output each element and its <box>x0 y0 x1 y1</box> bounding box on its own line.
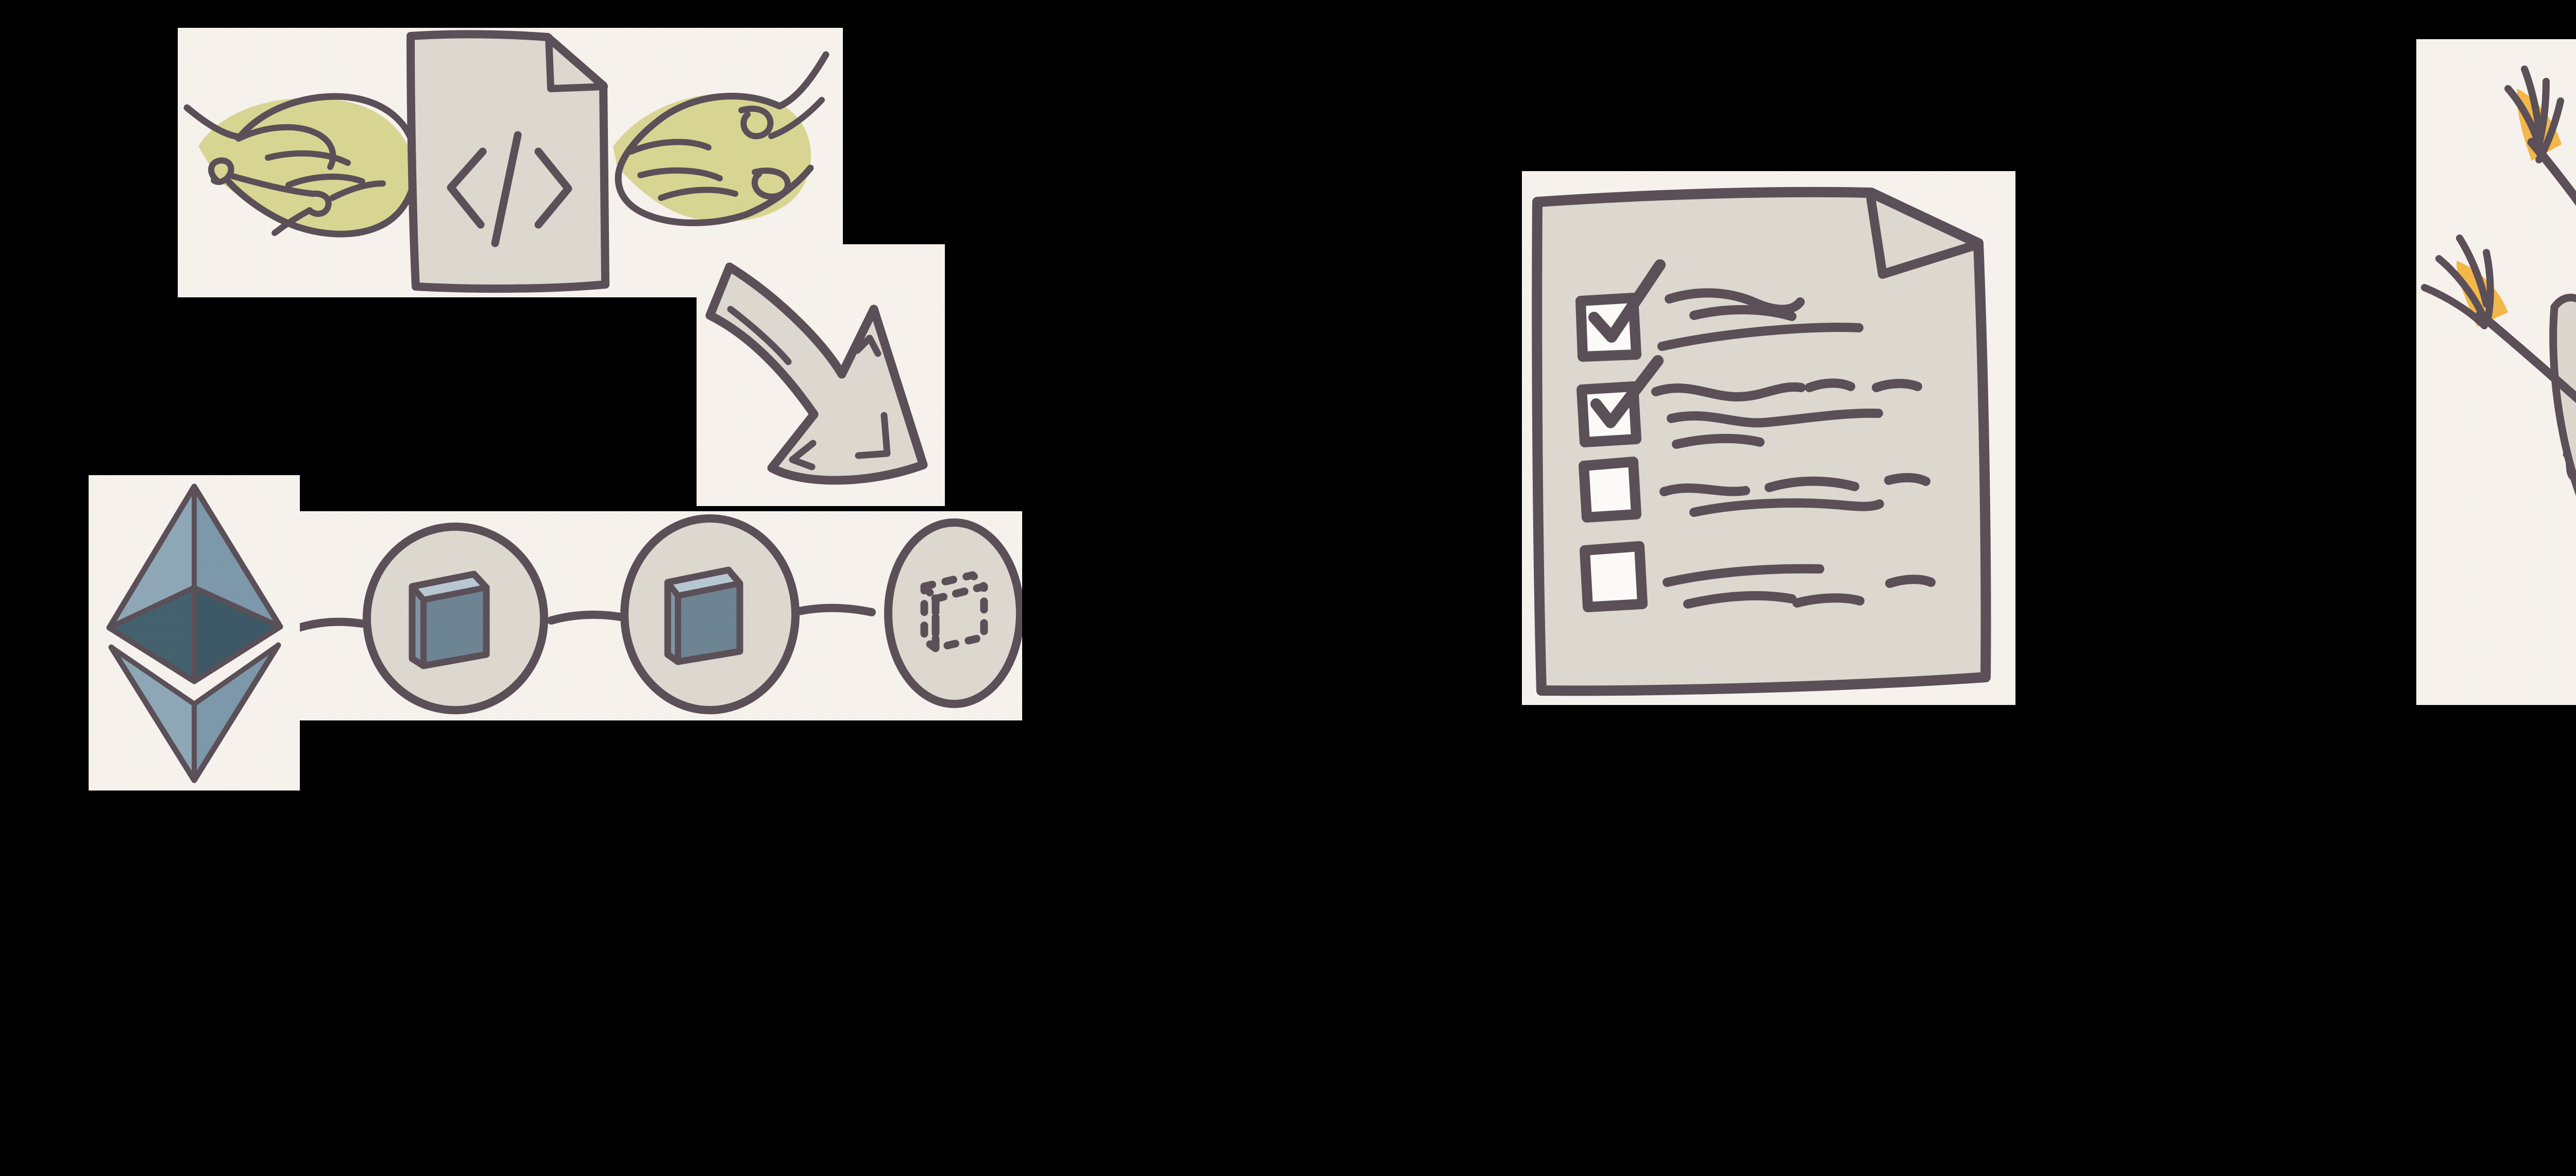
eth-upper-diamond <box>106 483 283 684</box>
checklist-svg <box>1532 187 1991 696</box>
chain-link-1-2 <box>547 610 633 625</box>
panel-audit-checklist <box>1522 171 2015 705</box>
block-node-1 <box>363 523 548 714</box>
arrow-1 <box>2504 65 2576 206</box>
checklist-item-4 <box>1580 541 1936 612</box>
check-mark-1 <box>1588 259 1666 343</box>
shield-body <box>2549 293 2576 496</box>
winged-code-svg <box>183 30 829 293</box>
shield-svg <box>2421 65 2576 496</box>
block-node-2 <box>620 514 800 714</box>
right-wing <box>613 51 829 226</box>
panel-blockchain-chain <box>295 511 1022 720</box>
panel-curved-down-arrow <box>697 244 945 506</box>
panel-shield-with-arrows <box>2416 39 2576 705</box>
panel-ethereum-logo <box>89 475 300 791</box>
left-wing <box>183 93 420 238</box>
chain-link-2-3 <box>790 603 876 616</box>
checklist-item-2 <box>1577 355 1922 449</box>
code-glyph <box>447 131 572 247</box>
blockchain-svg <box>295 514 1022 714</box>
chain-link-in <box>295 617 366 632</box>
code-document <box>406 30 609 293</box>
block-node-3 <box>884 518 1022 708</box>
ethereum-svg <box>106 483 283 783</box>
checklist-item-1 <box>1575 259 1863 362</box>
arrow-2 <box>2421 234 2576 403</box>
eth-lower-diamond <box>108 642 281 783</box>
check-mark-2 <box>1590 355 1664 428</box>
checklist-item-3 <box>1579 457 1930 523</box>
arrow-svg <box>705 262 928 485</box>
